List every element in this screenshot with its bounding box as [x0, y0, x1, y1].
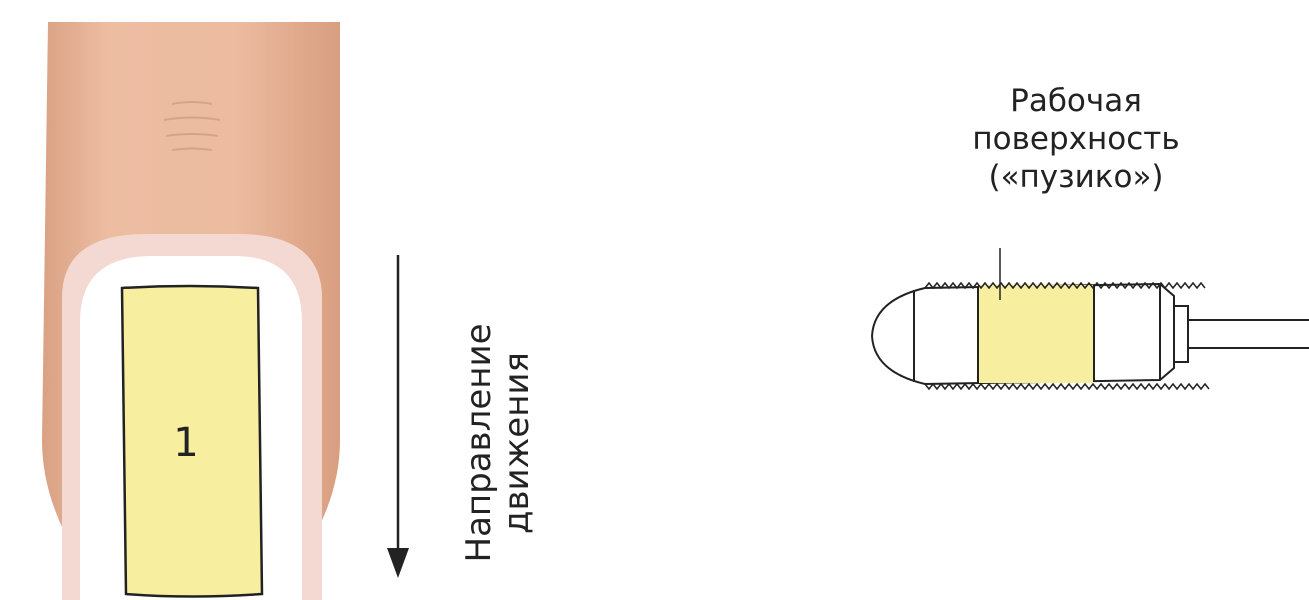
bit-shank [1188, 319, 1309, 349]
surface-label-line1: Рабочая [1010, 83, 1142, 119]
direction-label-line2: движения [497, 352, 537, 534]
bit-grit-top [924, 281, 1206, 290]
bit-collar [1173, 305, 1189, 363]
surface-label-line3: («пузико») [988, 159, 1164, 195]
finger-illustration: 1 [42, 22, 340, 600]
knuckle-creases [163, 101, 221, 151]
surface-label-line2: поверхность [972, 121, 1180, 157]
direction-label-line1: Направление [459, 323, 499, 563]
zone-number: 1 [173, 420, 198, 466]
bit-working-surface [978, 285, 1094, 383]
working-surface-label: Рабочая поверхность («пузико») [921, 82, 1231, 196]
filing-zone [120, 284, 264, 598]
direction-label: Направление движения [459, 323, 537, 563]
direction-arrow [387, 255, 409, 578]
bit-tip [870, 287, 926, 385]
drill-bit-illustration [870, 248, 1309, 391]
bit-grit-bottom [924, 382, 1210, 391]
